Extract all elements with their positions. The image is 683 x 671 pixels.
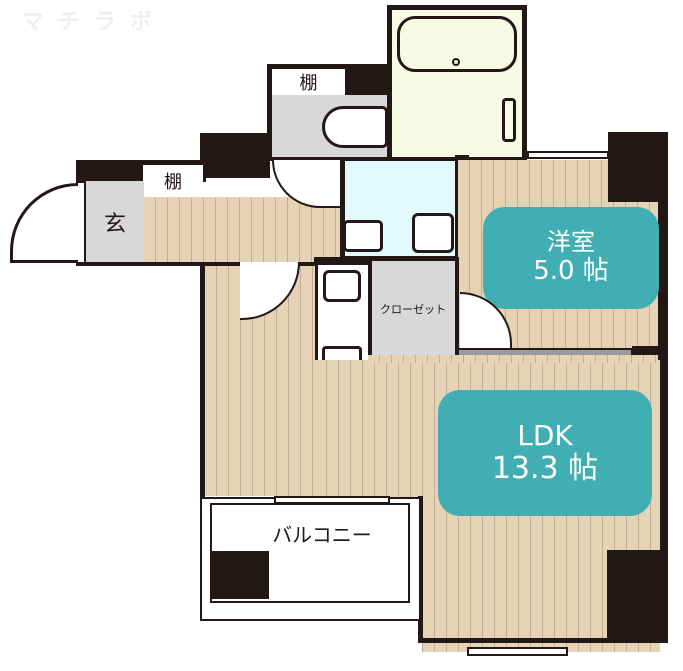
balcony-label: バルコニー (272, 522, 372, 547)
drain-icon (452, 58, 460, 66)
toilet-shelf-label: 棚 (299, 73, 318, 94)
ldk-window (467, 647, 568, 656)
ldk-room-size: 13.3 帖 (491, 450, 599, 486)
hallway-floor (144, 197, 342, 263)
hallway-bottom-wall (76, 262, 346, 266)
western-window (527, 151, 609, 159)
ldk-pillar (607, 550, 668, 642)
pillar-block (200, 133, 270, 178)
ldk-room-tag: LDK 13.3 帖 (438, 390, 652, 516)
toilet-shelf: 棚 (272, 69, 345, 95)
western-room-name: 洋室 (547, 228, 595, 257)
closet: クローゼット (371, 261, 455, 356)
toilet-icon (322, 106, 388, 148)
entrance-shelf: 棚 (143, 165, 203, 197)
front-door-swing[interactable] (10, 183, 78, 263)
wash-basin-icon (343, 220, 383, 252)
western-room-size: 5.0 帖 (533, 255, 609, 286)
entrance-shelf-label: 棚 (164, 172, 182, 193)
genkan-area: 玄 (86, 181, 144, 263)
ldk-bottom-wall (420, 638, 668, 643)
outdoor-unit (212, 551, 269, 599)
washing-machine-icon (412, 213, 454, 253)
watermark-logo: マチラボ (22, 10, 167, 35)
kitchen-sink-icon (323, 270, 361, 302)
ldk-floor-left (205, 266, 315, 496)
western-room-tag: 洋室 5.0 帖 (483, 207, 659, 309)
right-outer-wall (658, 132, 668, 642)
ldk-room-name: LDK (517, 418, 573, 452)
ldk-floor-top (368, 355, 658, 363)
genkan-label: 玄 (103, 212, 126, 237)
ldk-left-wall (200, 262, 205, 499)
closet-label: クローゼット (380, 302, 446, 316)
bath-controller-icon (502, 98, 516, 142)
